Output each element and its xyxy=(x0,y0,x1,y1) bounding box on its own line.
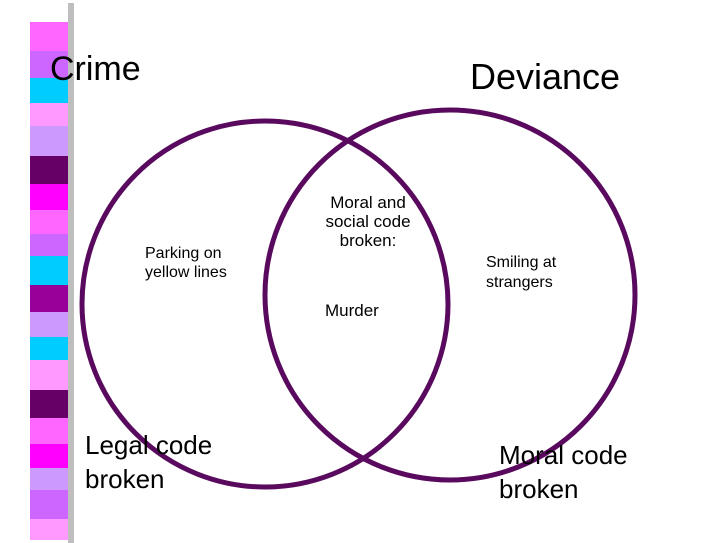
legal-code-caption: Legal code broken xyxy=(85,430,213,494)
crime-title: Crime xyxy=(50,50,141,88)
overlap-example: Murder xyxy=(325,301,379,320)
strip-block xyxy=(30,337,74,363)
decorative-color-strip xyxy=(30,0,74,543)
strip-block xyxy=(30,312,74,340)
strip-block xyxy=(30,78,74,106)
strip-block xyxy=(30,285,74,315)
deviance-title: Deviance xyxy=(470,56,621,97)
strip-block xyxy=(30,519,74,543)
strip-block xyxy=(30,51,74,81)
overlap-heading: Moral and social code broken: xyxy=(325,193,411,250)
deviance-only-label: Smiling at strangers xyxy=(486,254,557,291)
strip-block xyxy=(30,360,74,393)
strip-block xyxy=(30,210,74,237)
strip-block xyxy=(30,22,74,54)
strip-block xyxy=(30,156,74,187)
strip-block xyxy=(30,418,74,447)
strip-block xyxy=(30,184,74,213)
strip-block xyxy=(30,256,74,288)
crime-circle xyxy=(79,118,451,490)
strip-block xyxy=(30,126,74,159)
strip-block xyxy=(30,444,74,471)
deviance-circle xyxy=(262,107,638,483)
strip-block xyxy=(30,0,74,25)
strip-block xyxy=(30,490,74,522)
strip-block xyxy=(30,390,74,421)
strip-block xyxy=(30,468,74,493)
strip-block xyxy=(30,103,74,129)
moral-code-caption: Moral code broken xyxy=(499,440,628,504)
crime-only-label: Parking on yellow lines xyxy=(145,245,227,281)
strip-block xyxy=(30,234,74,259)
